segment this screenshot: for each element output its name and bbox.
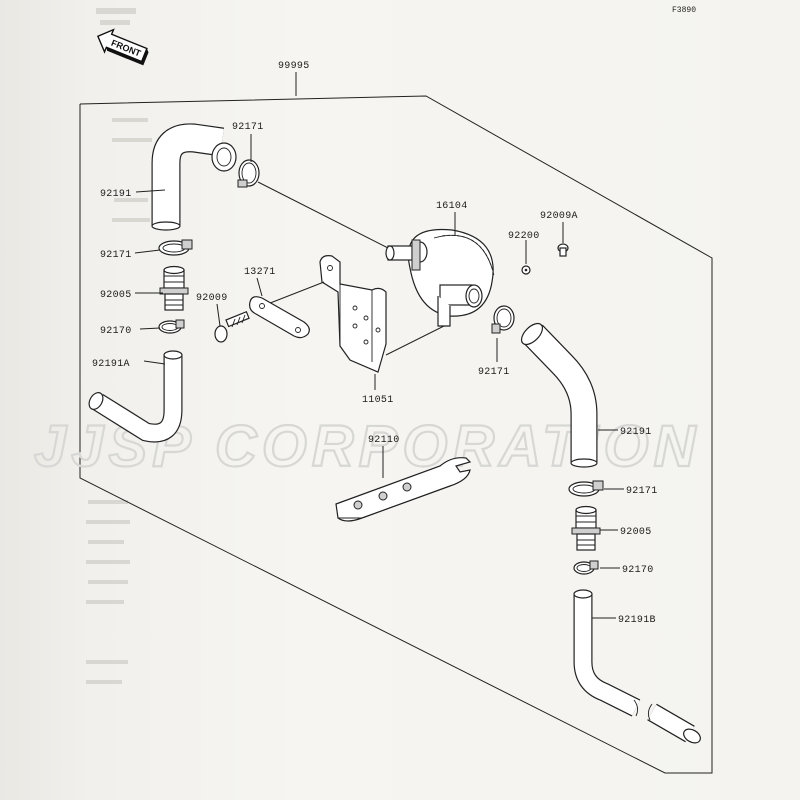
front-arrow-icon: FRONT bbox=[96, 28, 149, 66]
callout-92170-left: 92170 bbox=[100, 326, 132, 337]
callout-16104: 16104 bbox=[436, 201, 468, 212]
callout-92171-pump: 92171 bbox=[478, 367, 510, 378]
hose-92191A bbox=[88, 350, 183, 443]
clamp-92170-right bbox=[573, 560, 599, 575]
leader-13271 bbox=[256, 277, 263, 297]
callout-92110: 92110 bbox=[368, 435, 400, 446]
callout-92191-right: 92191 bbox=[620, 427, 652, 438]
leader-92009 bbox=[216, 303, 221, 327]
hose-92191-left bbox=[151, 123, 237, 231]
callout-92191B: 92191B bbox=[618, 615, 656, 626]
callout-92171-right: 92171 bbox=[626, 486, 658, 497]
leader-clamp-to-pump bbox=[257, 181, 393, 251]
callout-92200: 92200 bbox=[508, 231, 540, 242]
clamp-92171-left bbox=[158, 239, 193, 256]
hose-92191B bbox=[573, 589, 701, 744]
callout-92170-right: 92170 bbox=[622, 565, 654, 576]
callout-13271: 13271 bbox=[244, 267, 276, 278]
leader-92191A bbox=[143, 360, 166, 365]
pump-16104 bbox=[385, 228, 495, 327]
leader-92191-left bbox=[135, 189, 166, 193]
assembly-outline bbox=[79, 95, 713, 774]
callout-92191-left: 92191 bbox=[100, 189, 132, 200]
figure-code: F3890 bbox=[672, 6, 696, 15]
bracket-11051 bbox=[319, 255, 387, 373]
callout-92171-top: 92171 bbox=[232, 122, 264, 133]
plate-13271 bbox=[249, 296, 310, 339]
bolt-92009 bbox=[214, 310, 250, 343]
washer-92200 bbox=[521, 265, 531, 275]
bleed-through-marks bbox=[86, 8, 152, 684]
fitting-92005-left bbox=[159, 265, 189, 311]
clamp-92170-left bbox=[158, 319, 185, 334]
clamp-92171-top bbox=[237, 159, 260, 188]
fitting-92005-right bbox=[571, 505, 601, 551]
clamp-92171-pump bbox=[491, 305, 515, 334]
leader-92170-left bbox=[139, 327, 161, 330]
leader-92171-left bbox=[134, 249, 161, 254]
callout-92171-left: 92171 bbox=[100, 250, 132, 261]
callout-92009A: 92009A bbox=[540, 211, 578, 222]
hose-92191-right bbox=[520, 322, 598, 468]
callout-92009: 92009 bbox=[196, 293, 228, 304]
leader-bracket-to-pump bbox=[385, 325, 445, 356]
callout-92005-right: 92005 bbox=[620, 527, 652, 538]
screw-92009A bbox=[557, 243, 569, 257]
clamp-92171-right bbox=[568, 480, 604, 497]
callout-99995: 99995 bbox=[278, 61, 310, 72]
callout-92005-left: 92005 bbox=[100, 290, 132, 301]
callout-92191A: 92191A bbox=[92, 359, 130, 370]
callout-11051: 11051 bbox=[362, 395, 394, 406]
spanner-92110 bbox=[335, 457, 472, 522]
